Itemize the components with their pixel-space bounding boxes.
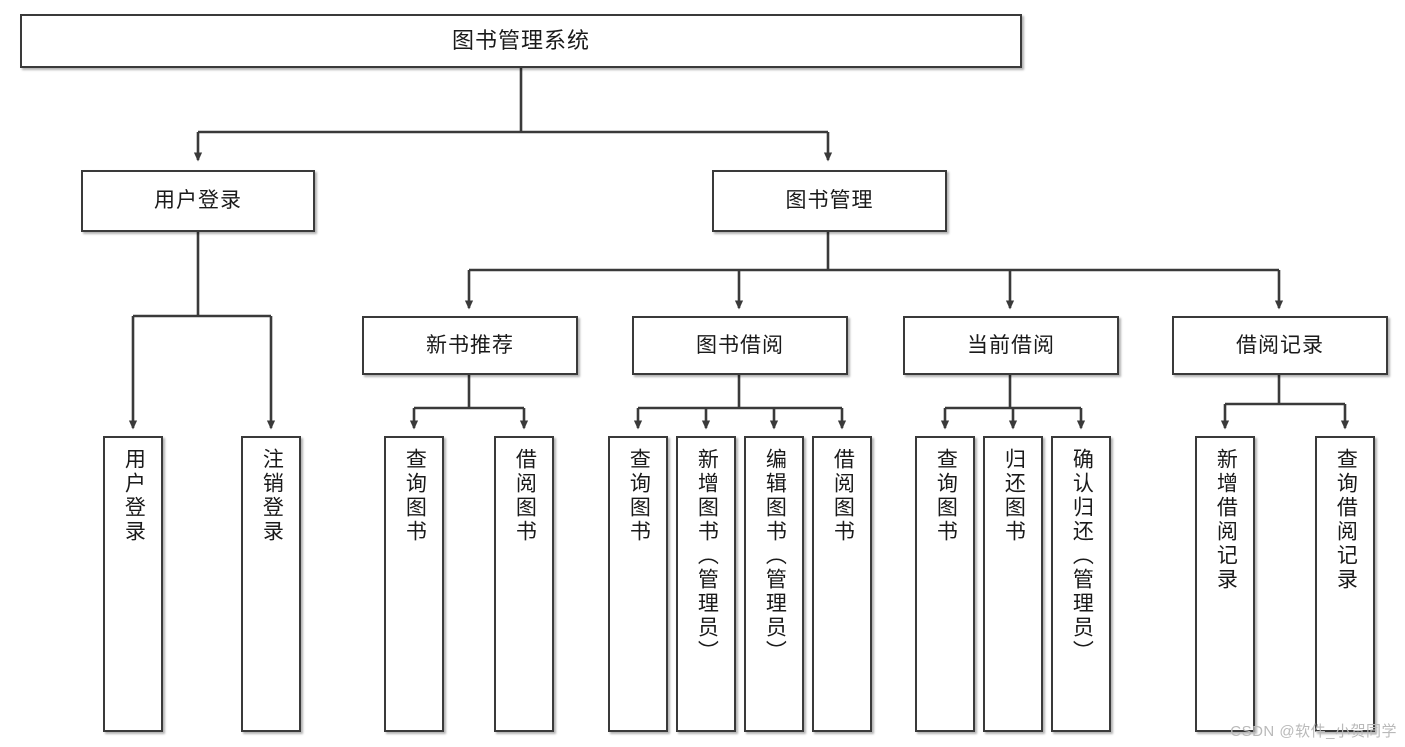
leaf-borrow-book-2-label: 借阅图书 (831, 448, 855, 544)
leaf-query-book-3-label: 查询图书 (934, 448, 958, 544)
leaf-query-book-3[interactable]: 查询图书 (915, 436, 975, 732)
node-book-borrow-label: 图书借阅 (696, 333, 784, 357)
leaf-logout-login[interactable]: 注销登录 (241, 436, 301, 732)
node-user-login-label: 用户登录 (154, 189, 242, 213)
csdn-watermark: CSDN @软件_小贺同学 (1230, 723, 1397, 740)
leaf-confirm-return-label: 确认归还（管理员） (1070, 448, 1094, 664)
node-borrow-record-label: 借阅记录 (1236, 333, 1324, 357)
node-root-label: 图书管理系统 (451, 27, 590, 53)
leaf-query-book-2-label: 查询图书 (627, 448, 651, 544)
leaf-query-record[interactable]: 查询借阅记录 (1315, 436, 1375, 732)
node-current-borrow[interactable]: 当前借阅 (903, 316, 1119, 375)
leaf-add-book-label: 新增图书（管理员） (695, 448, 719, 664)
node-borrow-record[interactable]: 借阅记录 (1172, 316, 1388, 375)
leaf-edit-book[interactable]: 编辑图书（管理员） (744, 436, 804, 732)
node-book-borrow[interactable]: 图书借阅 (632, 316, 848, 375)
leaf-borrow-book-1[interactable]: 借阅图书 (494, 436, 554, 732)
node-new-book-rec[interactable]: 新书推荐 (362, 316, 578, 375)
leaf-add-record[interactable]: 新增借阅记录 (1195, 436, 1255, 732)
node-book-manage[interactable]: 图书管理 (712, 170, 947, 232)
leaf-confirm-return[interactable]: 确认归还（管理员） (1051, 436, 1111, 732)
node-user-login[interactable]: 用户登录 (81, 170, 315, 232)
leaf-borrow-book-1-label: 借阅图书 (513, 448, 537, 544)
leaf-user-login-label: 用户登录 (122, 448, 146, 544)
leaf-query-record-label: 查询借阅记录 (1334, 448, 1358, 592)
leaf-user-login[interactable]: 用户登录 (103, 436, 163, 732)
leaf-logout-login-label: 注销登录 (260, 448, 284, 544)
leaf-return-book-label: 归还图书 (1002, 448, 1026, 544)
leaf-add-book[interactable]: 新增图书（管理员） (676, 436, 736, 732)
node-book-manage-label: 图书管理 (785, 189, 874, 213)
node-current-borrow-label: 当前借阅 (967, 333, 1055, 357)
leaf-return-book[interactable]: 归还图书 (983, 436, 1043, 732)
node-new-book-rec-label: 新书推荐 (426, 333, 514, 357)
leaf-query-book-1[interactable]: 查询图书 (384, 436, 444, 732)
node-root[interactable]: 图书管理系统 (20, 14, 1022, 68)
leaf-query-book-1-label: 查询图书 (403, 448, 427, 544)
leaf-edit-book-label: 编辑图书（管理员） (763, 448, 787, 664)
leaf-add-record-label: 新增借阅记录 (1214, 448, 1238, 592)
leaf-query-book-2[interactable]: 查询图书 (608, 436, 668, 732)
leaf-borrow-book-2[interactable]: 借阅图书 (812, 436, 872, 732)
